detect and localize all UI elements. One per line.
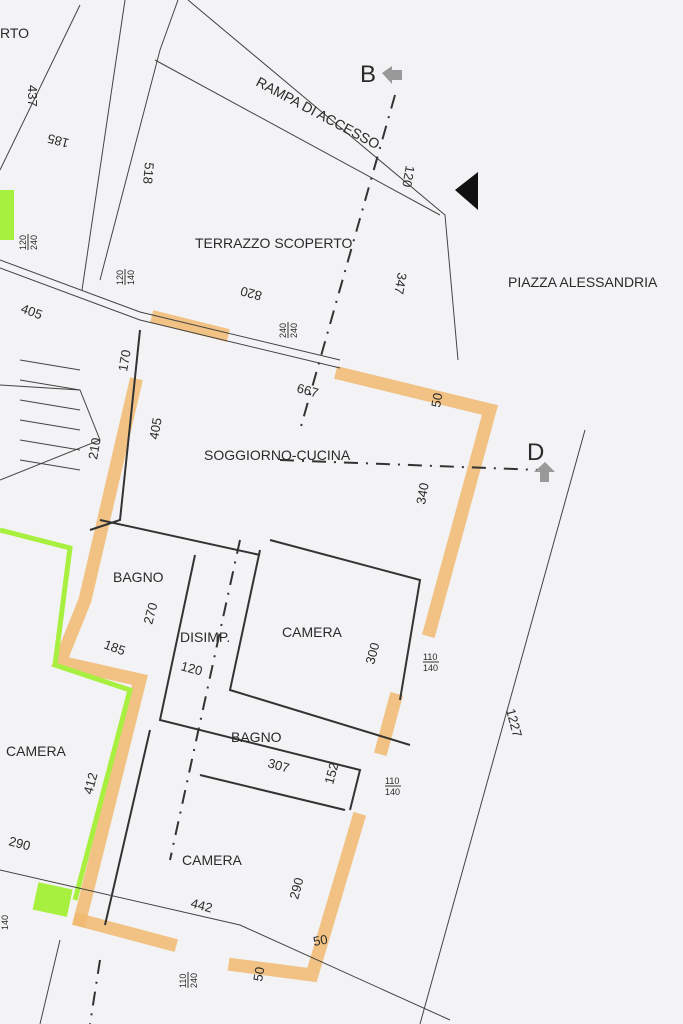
dim: 140 xyxy=(0,915,10,930)
opening-label: 120 240 xyxy=(18,234,39,250)
dim: 347 xyxy=(391,271,410,295)
dim: 667 xyxy=(295,380,320,400)
dim: 300 xyxy=(362,641,382,666)
label-bath2: BAGNO xyxy=(231,729,282,745)
section-d-label: D xyxy=(527,439,544,466)
opening-label: 110 140 xyxy=(385,776,401,797)
dim: 120 xyxy=(179,658,204,678)
dim: 270 xyxy=(140,601,160,626)
opening-height: 140 xyxy=(385,787,400,797)
section-arrow-b-icon xyxy=(382,66,402,84)
dim: 340 xyxy=(413,482,432,506)
opening-width: 110 xyxy=(423,652,437,662)
dim: 50 xyxy=(428,392,445,409)
dim: 518 xyxy=(140,162,157,185)
opening-height: 240 xyxy=(189,973,199,988)
opening-width: 240 xyxy=(278,323,288,338)
label-square: PIAZZA ALESSANDRIA xyxy=(508,274,658,290)
dim: 185 xyxy=(46,131,71,151)
label-bedroom3: CAMERA xyxy=(182,852,243,868)
opening-width: 110 xyxy=(385,776,399,786)
dim: 405 xyxy=(146,417,165,441)
label-hall: DISIMP. xyxy=(180,629,230,645)
opening-label: 110 140 xyxy=(423,652,439,673)
opening-height: 140 xyxy=(423,663,438,673)
openings: 120 240 120 140 240 240 110 140 110 140 … xyxy=(18,234,439,988)
dim: 412 xyxy=(80,771,100,796)
dim: 185 xyxy=(102,637,128,659)
dim: 50 xyxy=(312,932,329,949)
dim: 437 xyxy=(25,85,40,107)
opening-label: 110 240 xyxy=(178,972,199,988)
section-arrow-d-icon xyxy=(534,462,555,482)
dim: 152 xyxy=(321,761,341,786)
dim: 290 xyxy=(286,876,306,901)
dim: 120 xyxy=(399,164,418,188)
dim: 1227 xyxy=(503,707,525,739)
section-b-label: B xyxy=(360,61,376,88)
label-bedroom2: CAMERA xyxy=(6,743,67,759)
dim: 307 xyxy=(266,755,291,775)
label-bath1: BAGNO xyxy=(113,569,164,585)
opening-height: 240 xyxy=(29,235,39,250)
dim: 442 xyxy=(189,895,214,915)
dim: 820 xyxy=(239,283,264,303)
plan-walls xyxy=(0,0,586,1024)
opening-width: 120 xyxy=(115,270,125,285)
entrance-arrow-icon xyxy=(455,172,478,210)
label-partial: RTO xyxy=(0,25,29,41)
opening-width: 120 xyxy=(18,235,28,250)
dim: 50 xyxy=(250,966,267,983)
opening-height: 240 xyxy=(289,323,299,338)
label-bedroom1: CAMERA xyxy=(282,624,343,640)
dimensions: 437 185 518 120 347 820 405 170 667 50 4… xyxy=(0,85,525,983)
dim: 210 xyxy=(85,437,104,461)
opening-height: 140 xyxy=(126,270,136,285)
orange-wall-highlights xyxy=(51,310,499,983)
dim: 405 xyxy=(19,301,45,323)
dim: 290 xyxy=(7,833,32,853)
opening-width: 110 xyxy=(178,974,188,988)
label-terrace: TERRAZZO SCOPERTO xyxy=(195,235,353,251)
opening-label: 120 140 xyxy=(115,269,136,285)
green-wall-highlights xyxy=(0,190,134,917)
dim: 170 xyxy=(115,349,134,373)
label-living: SOGGIORNO-CUCINA xyxy=(204,447,351,463)
opening-label: 240 240 xyxy=(278,322,299,338)
